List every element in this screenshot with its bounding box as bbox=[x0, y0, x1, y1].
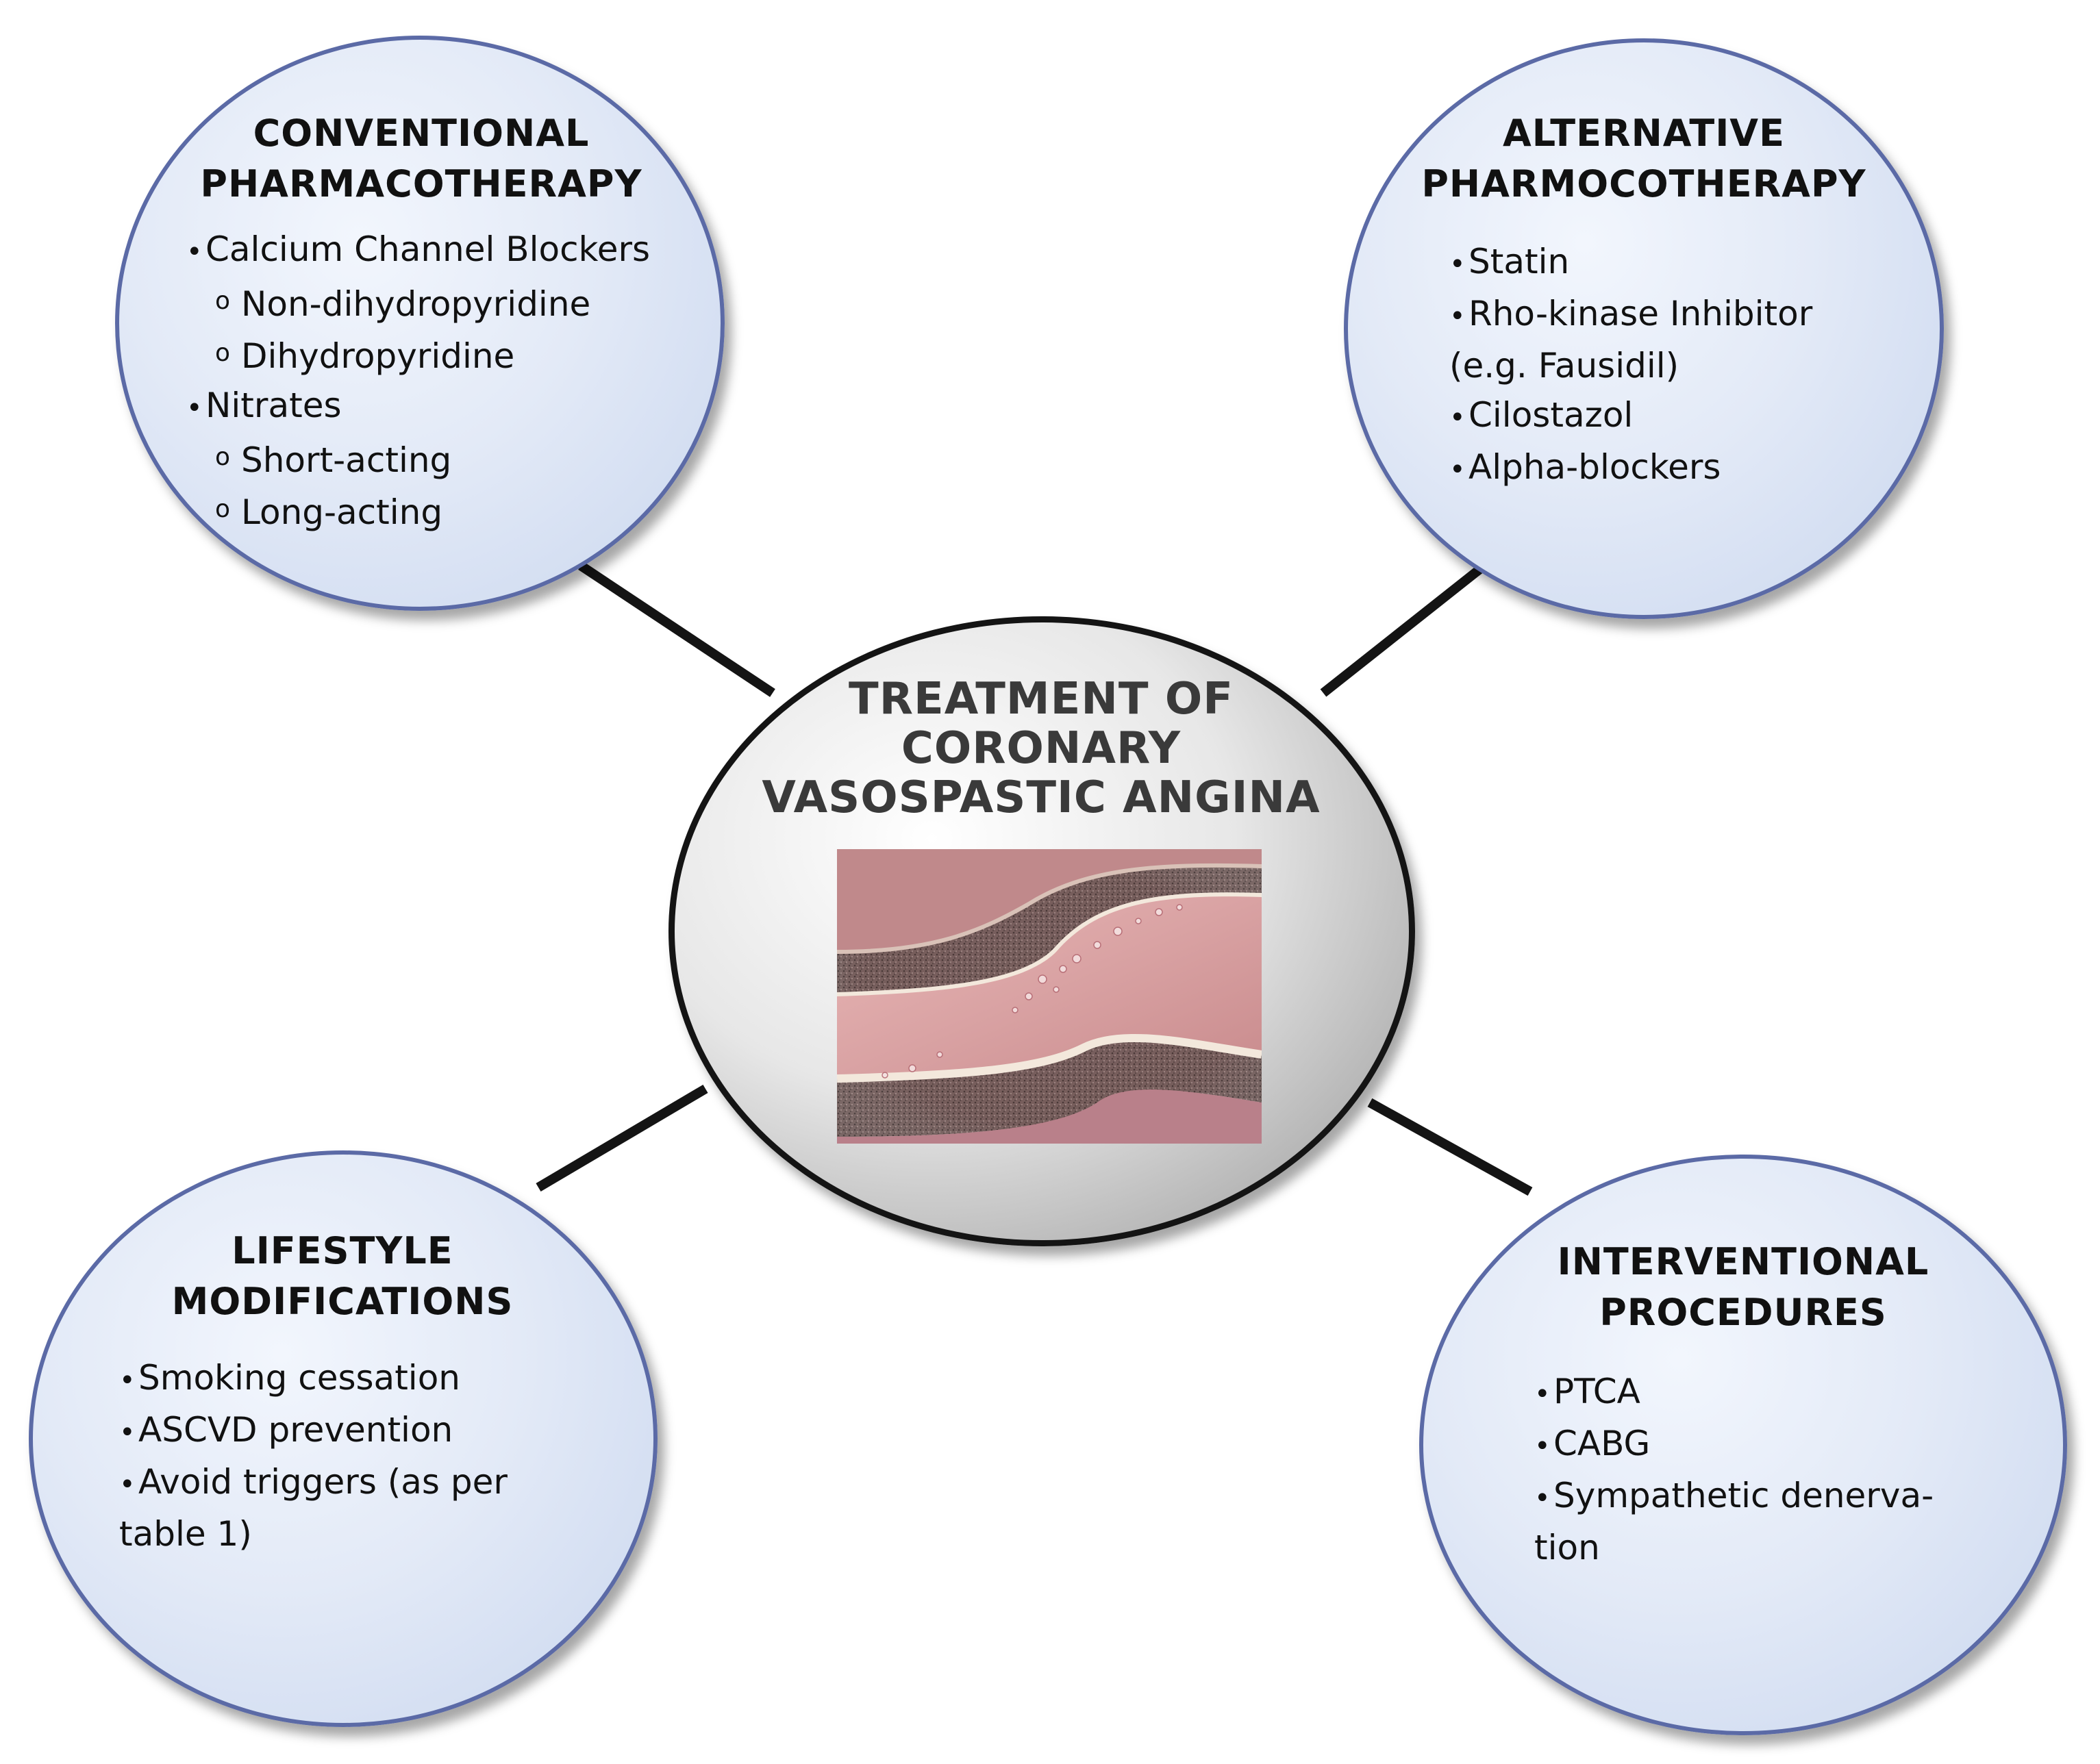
connector-lifestyle bbox=[536, 1084, 708, 1192]
list-item-continuation: (e.g. Fausidil) bbox=[1449, 346, 1679, 386]
bubble-lifestyle-modifications bbox=[29, 1150, 658, 1727]
list-item: •CABG bbox=[1534, 1419, 1934, 1471]
lifestyle-content: LIFESTYLE MODIFICATIONS bbox=[41, 1226, 644, 1327]
interventional-title-line-2: PROCEDURES bbox=[1599, 1291, 1887, 1334]
list-item: •Smoking cessation bbox=[119, 1353, 508, 1405]
bubble-conventional-pharmacotherapy bbox=[115, 36, 725, 611]
center-title-line-2: CORONARY bbox=[901, 723, 1182, 774]
hollow-circle-bullet-icon: o bbox=[215, 443, 231, 471]
lifestyle-title: LIFESTYLE MODIFICATIONS bbox=[41, 1226, 644, 1327]
bubble-alternative-pharmocotherapy bbox=[1344, 38, 1944, 619]
bullet-icon: • bbox=[1534, 1431, 1551, 1462]
interventional-title-line-1: INTERVENTIONAL bbox=[1557, 1240, 1929, 1283]
bullet-icon: • bbox=[1449, 249, 1466, 280]
alternative-list: •Statin •Rho-kinase Inhibitor (e.g. Faus… bbox=[1449, 237, 1812, 494]
bullet-icon: • bbox=[1449, 454, 1466, 486]
conventional-title: CONVENTIONAL PHARMACOTHERAPY bbox=[130, 108, 712, 210]
connector-interventional bbox=[1367, 1098, 1533, 1196]
center-title-line-3: VASOSPASTIC ANGINA bbox=[762, 772, 1321, 823]
bullet-icon: • bbox=[119, 1365, 136, 1396]
alternative-content: ALTERNATIVE PHARMOCOTHERAPY bbox=[1356, 108, 1932, 210]
center-title-line-1: TREATMENT OF bbox=[849, 674, 1234, 724]
list-item: •Alpha-blockers bbox=[1449, 442, 1812, 494]
conventional-title-line-1: CONVENTIONAL bbox=[253, 112, 590, 155]
lifestyle-title-line-2: MODIFICATIONS bbox=[171, 1280, 514, 1323]
interventional-list: •PTCA •CABG •Sympathetic denerva- tion bbox=[1534, 1367, 1934, 1572]
bullet-icon: • bbox=[1449, 301, 1466, 332]
list-item: •Calcium Channel Blockers bbox=[186, 225, 650, 277]
list-item: •PTCA bbox=[1534, 1367, 1934, 1419]
bullet-icon: • bbox=[1534, 1378, 1551, 1410]
list-item: •Sympathetic denerva- bbox=[1534, 1471, 1934, 1523]
list-item: •Rho-kinase Inhibitor bbox=[1449, 289, 1812, 341]
list-item: •Nitrates bbox=[186, 381, 650, 433]
connector-alternative bbox=[1320, 559, 1491, 697]
list-item-continuation: tion bbox=[1534, 1528, 1600, 1567]
connector-conventional bbox=[578, 562, 775, 697]
conventional-title-line-2: PHARMACOTHERAPY bbox=[200, 162, 642, 205]
hollow-circle-bullet-icon: o bbox=[215, 495, 231, 523]
bullet-icon: • bbox=[186, 236, 203, 268]
alternative-title-line-2: PHARMOCOTHERAPY bbox=[1421, 162, 1866, 205]
bullet-icon: • bbox=[1449, 402, 1466, 433]
alternative-title-line-1: ALTERNATIVE bbox=[1503, 112, 1785, 155]
list-item-continuation: table 1) bbox=[119, 1514, 252, 1554]
lifestyle-list: •Smoking cessation •ASCVD prevention •Av… bbox=[119, 1353, 508, 1559]
conventional-content: CONVENTIONAL PHARMACOTHERAPY bbox=[130, 108, 712, 210]
list-item: •Avoid triggers (as per bbox=[119, 1457, 508, 1509]
list-item: •Cilostazol bbox=[1449, 390, 1812, 442]
hollow-circle-bullet-icon: o bbox=[215, 287, 231, 315]
alternative-title: ALTERNATIVE PHARMOCOTHERAPY bbox=[1356, 108, 1932, 210]
list-item: •Statin bbox=[1449, 237, 1812, 289]
bubble-interventional-procedures bbox=[1419, 1155, 2067, 1735]
bullet-icon: • bbox=[119, 1417, 136, 1448]
coronary-artery-vasospasm-illustration-icon bbox=[837, 849, 1262, 1144]
center-title: TREATMENT OF CORONARY VASOSPASTIC ANGINA bbox=[712, 675, 1370, 822]
bullet-icon: • bbox=[186, 392, 203, 424]
bullet-icon: • bbox=[1534, 1483, 1551, 1514]
interventional-title: INTERVENTIONAL PROCEDURES bbox=[1432, 1237, 2055, 1338]
bullet-icon: • bbox=[119, 1469, 136, 1500]
list-item: •ASCVD prevention bbox=[119, 1405, 508, 1457]
interventional-content: INTERVENTIONAL PROCEDURES bbox=[1432, 1237, 2055, 1338]
hollow-circle-bullet-icon: o bbox=[215, 339, 231, 367]
lifestyle-title-line-1: LIFESTYLE bbox=[232, 1229, 453, 1272]
